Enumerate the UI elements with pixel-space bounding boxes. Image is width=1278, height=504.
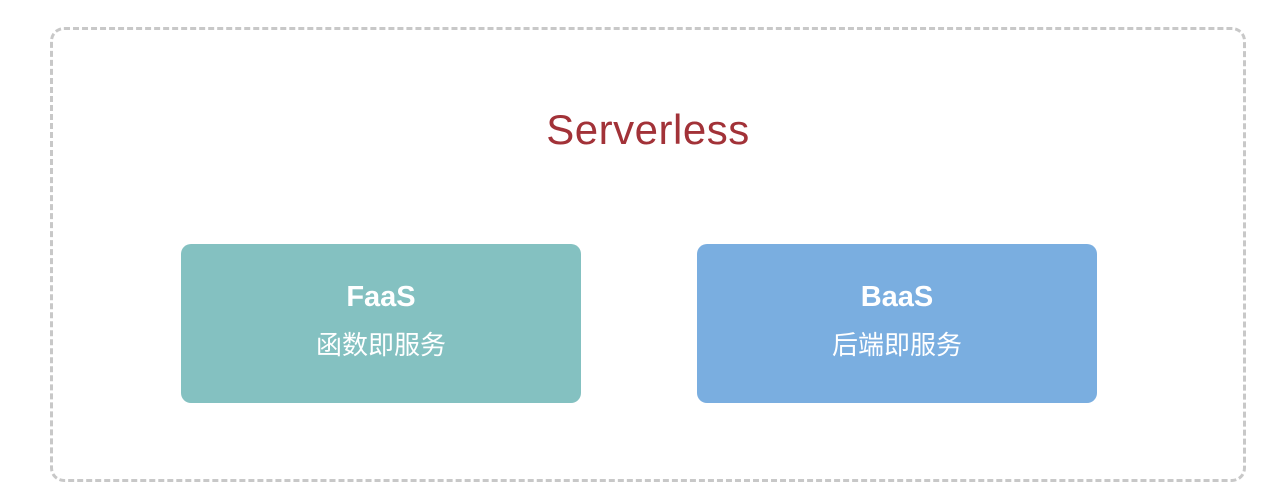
faas-subtitle: 函数即服务 [315, 330, 446, 361]
baas-subtitle: 后端即服务 [831, 330, 962, 361]
baas-box: BaaS 后端即服务 [697, 244, 1097, 403]
baas-title: BaaS [860, 280, 934, 313]
serverless-container: Serverless FaaS 函数即服务 BaaS 后端即服务 [50, 27, 1246, 482]
faas-title: FaaS [346, 280, 416, 313]
faas-box: FaaS 函数即服务 [181, 244, 581, 403]
serverless-title: Serverless [546, 106, 750, 153]
